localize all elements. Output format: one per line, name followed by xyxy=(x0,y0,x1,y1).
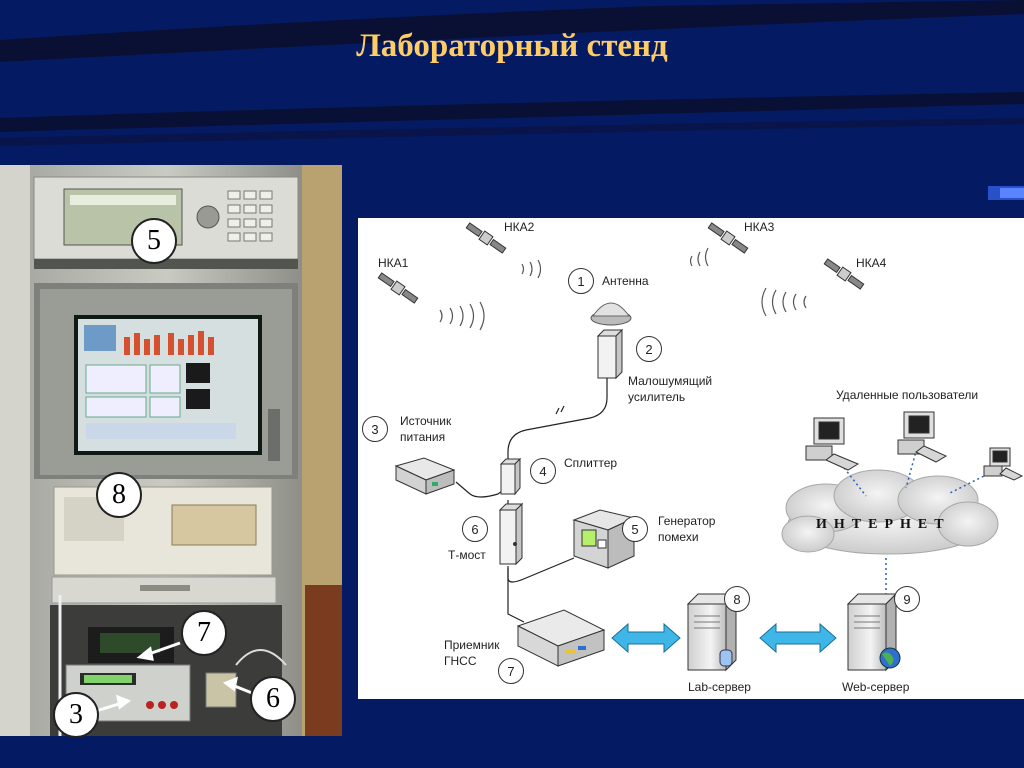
lab-server-label: Lab-сервер xyxy=(688,680,751,694)
generator-label-line-1: Генератор xyxy=(658,514,716,528)
photo-callout-6: 6 xyxy=(250,676,296,722)
satellite-icon xyxy=(377,222,865,304)
diagram-number-2: 2 xyxy=(636,336,662,362)
antenna-label: Антенна xyxy=(602,274,649,288)
satellite-label-4: НКА4 xyxy=(856,256,887,270)
signal-waves xyxy=(439,247,807,331)
lna-label-line-2: усилитель xyxy=(628,390,686,404)
generator-label-line-2: помехи xyxy=(658,530,699,544)
diagram-number-7: 7 xyxy=(498,658,524,684)
photo-callout-8: 8 xyxy=(96,472,142,518)
diagram-number-4: 4 xyxy=(530,458,556,484)
photo-callout-7: 7 xyxy=(181,610,227,656)
diagram-number-8: 8 xyxy=(724,586,750,612)
lna-label-line-1: Малошумящий xyxy=(628,374,713,388)
photo-callout-5: 5 xyxy=(131,218,177,264)
satellite-label-3: НКА3 xyxy=(744,220,775,234)
internet-cloud xyxy=(781,469,999,555)
system-diagram: НКА1 НКА2 НКА3 НКА4 1 Антенна 2 Малошумя… xyxy=(358,218,1024,699)
tbridge-label: Т-мост xyxy=(448,548,486,562)
diagram-number-3: 3 xyxy=(362,416,388,442)
receiver-label-line-1: Приемник xyxy=(444,638,500,652)
diagram-number-6: 6 xyxy=(462,516,488,542)
diagram-graphics xyxy=(377,222,1024,672)
diagram-number-1: 1 xyxy=(568,268,594,294)
web-server-label: Web-сервер xyxy=(842,680,910,694)
slide-title: Лабораторный стенд xyxy=(356,28,668,64)
diagram-number-9: 9 xyxy=(894,586,920,612)
computer-icon xyxy=(805,411,1024,481)
splitter-label: Сплиттер xyxy=(564,456,618,470)
power-label-line-2: питания xyxy=(400,430,446,444)
internet-label: ИНТЕРНЕТ xyxy=(816,517,951,532)
power-label-line-1: Источник xyxy=(400,414,452,428)
diagram-number-5: 5 xyxy=(622,516,648,542)
photo-callout-3: 3 xyxy=(53,692,99,738)
receiver-label-line-2: ГНСС xyxy=(444,654,477,668)
satellite-label-2: НКА2 xyxy=(504,220,535,234)
remote-users-label: Удаленные пользователи xyxy=(836,388,979,402)
satellite-label-1: НКА1 xyxy=(378,256,409,270)
